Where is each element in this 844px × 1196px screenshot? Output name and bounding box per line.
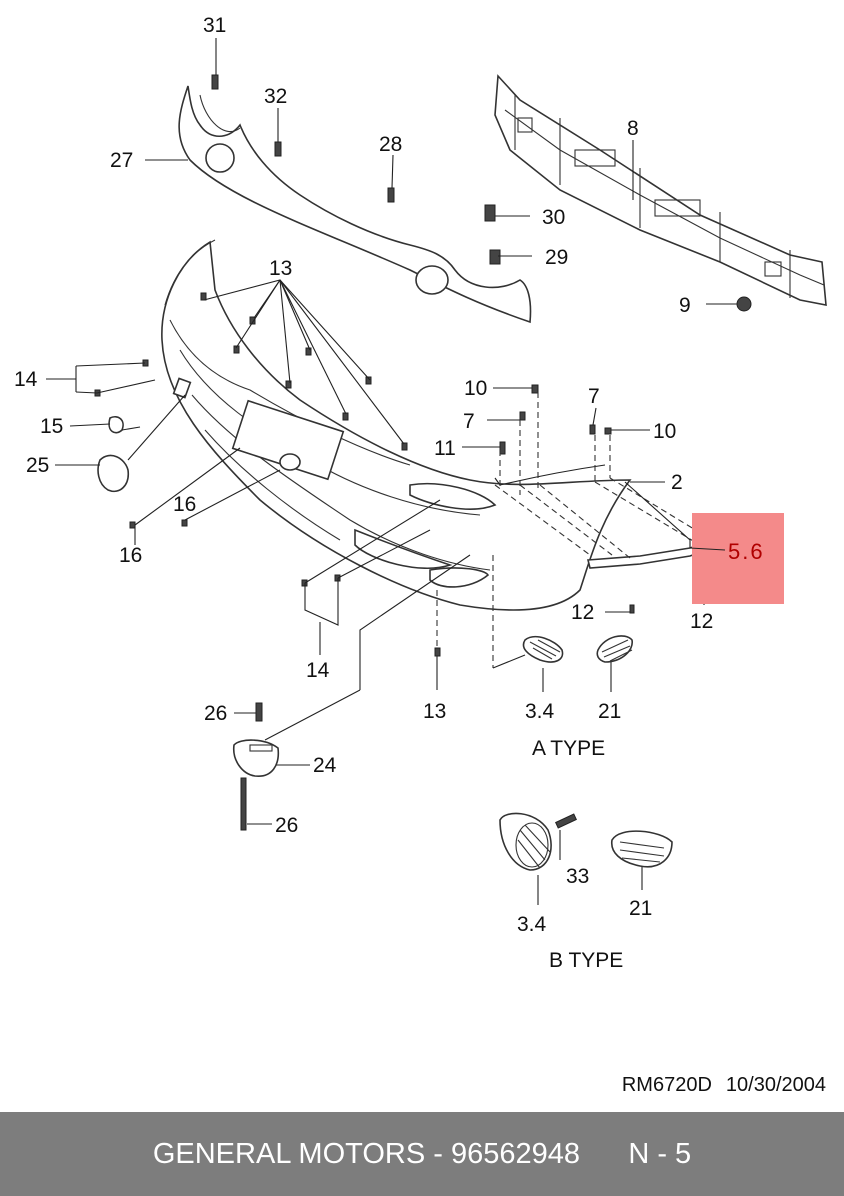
callout-31: 31 bbox=[203, 14, 226, 37]
callout-26-a: 26 bbox=[204, 702, 227, 725]
callout-7-b: 7 bbox=[463, 410, 475, 433]
callout-10-b: 10 bbox=[653, 420, 676, 443]
callout-28: 28 bbox=[379, 133, 402, 156]
parts-diagram: 31 32 28 27 30 29 8 9 13 14 15 25 16 16 … bbox=[14, 14, 827, 972]
grille-a-part-21 bbox=[596, 635, 633, 663]
highlight-box-5-6 bbox=[692, 513, 784, 604]
diagram-date: 10/30/2004 bbox=[725, 1074, 826, 1096]
callout-13-bottom: 13 bbox=[423, 700, 446, 723]
callout-13-top: 13 bbox=[269, 257, 292, 280]
a-type-label: A TYPE bbox=[532, 737, 605, 760]
clip-part-15 bbox=[108, 415, 124, 434]
callout-21-b: 21 bbox=[629, 897, 652, 920]
grille-b-part-21 bbox=[611, 830, 673, 868]
screw-part-33 bbox=[555, 813, 577, 829]
callout-12-b: 12 bbox=[690, 610, 713, 633]
callout-25: 25 bbox=[26, 454, 49, 477]
impact-beam-part-8 bbox=[494, 74, 827, 306]
callout-14-bottom: 14 bbox=[306, 659, 330, 682]
callout-15: 15 bbox=[40, 415, 63, 438]
bumper-fascia-part-2 bbox=[161, 239, 632, 611]
callout-14-left: 14 bbox=[14, 368, 38, 391]
callout-32: 32 bbox=[264, 85, 287, 108]
diagram-reference: RM6720D 10/30/2004 bbox=[608, 1074, 826, 1097]
callout-12-a: 12 bbox=[571, 601, 594, 624]
callout-11: 11 bbox=[434, 437, 456, 460]
callout-21-a: 21 bbox=[598, 700, 621, 723]
leader-lines bbox=[46, 38, 737, 905]
bolt-part-26-bottom bbox=[240, 777, 247, 831]
callout-16-a: 16 bbox=[173, 493, 196, 516]
nut-part-9 bbox=[736, 296, 752, 312]
callout-33: 33 bbox=[566, 865, 589, 888]
footer-bar: GENERAL MOTORS - 96562948 N - 5 bbox=[0, 1112, 844, 1196]
upper-retainer-part-27 bbox=[178, 85, 532, 324]
bolt-part-26-top bbox=[255, 702, 263, 722]
callout-2: 2 bbox=[671, 471, 683, 494]
fog-lamp-cover-b-part-3-4 bbox=[499, 812, 552, 871]
callout-30: 30 bbox=[542, 206, 565, 229]
callout-8: 8 bbox=[627, 117, 639, 140]
callout-3-4-a: 3.4 bbox=[525, 700, 555, 723]
bracket-part-24 bbox=[232, 739, 280, 777]
callout-10-a: 10 bbox=[464, 377, 487, 400]
callout-29: 29 bbox=[545, 246, 568, 269]
callout-27: 27 bbox=[110, 149, 133, 172]
callout-26-b: 26 bbox=[275, 814, 298, 837]
callout-7-a: 7 bbox=[588, 385, 600, 408]
diagram-code: RM6720D bbox=[621, 1074, 712, 1096]
footer-text: GENERAL MOTORS - 96562948 N - 5 bbox=[152, 1137, 692, 1170]
callout-5-6: 5.6 bbox=[728, 539, 765, 564]
b-type-label: B TYPE bbox=[549, 949, 623, 972]
callout-16-b: 16 bbox=[119, 544, 142, 567]
callout-3-4-b: 3.4 bbox=[517, 913, 547, 936]
fasteners-part-13 bbox=[200, 292, 408, 451]
callout-24: 24 bbox=[313, 754, 337, 777]
fog-lamp-cover-a-part-3-4 bbox=[522, 635, 564, 663]
tow-cover-part-25 bbox=[97, 454, 130, 492]
callout-9: 9 bbox=[679, 294, 691, 317]
